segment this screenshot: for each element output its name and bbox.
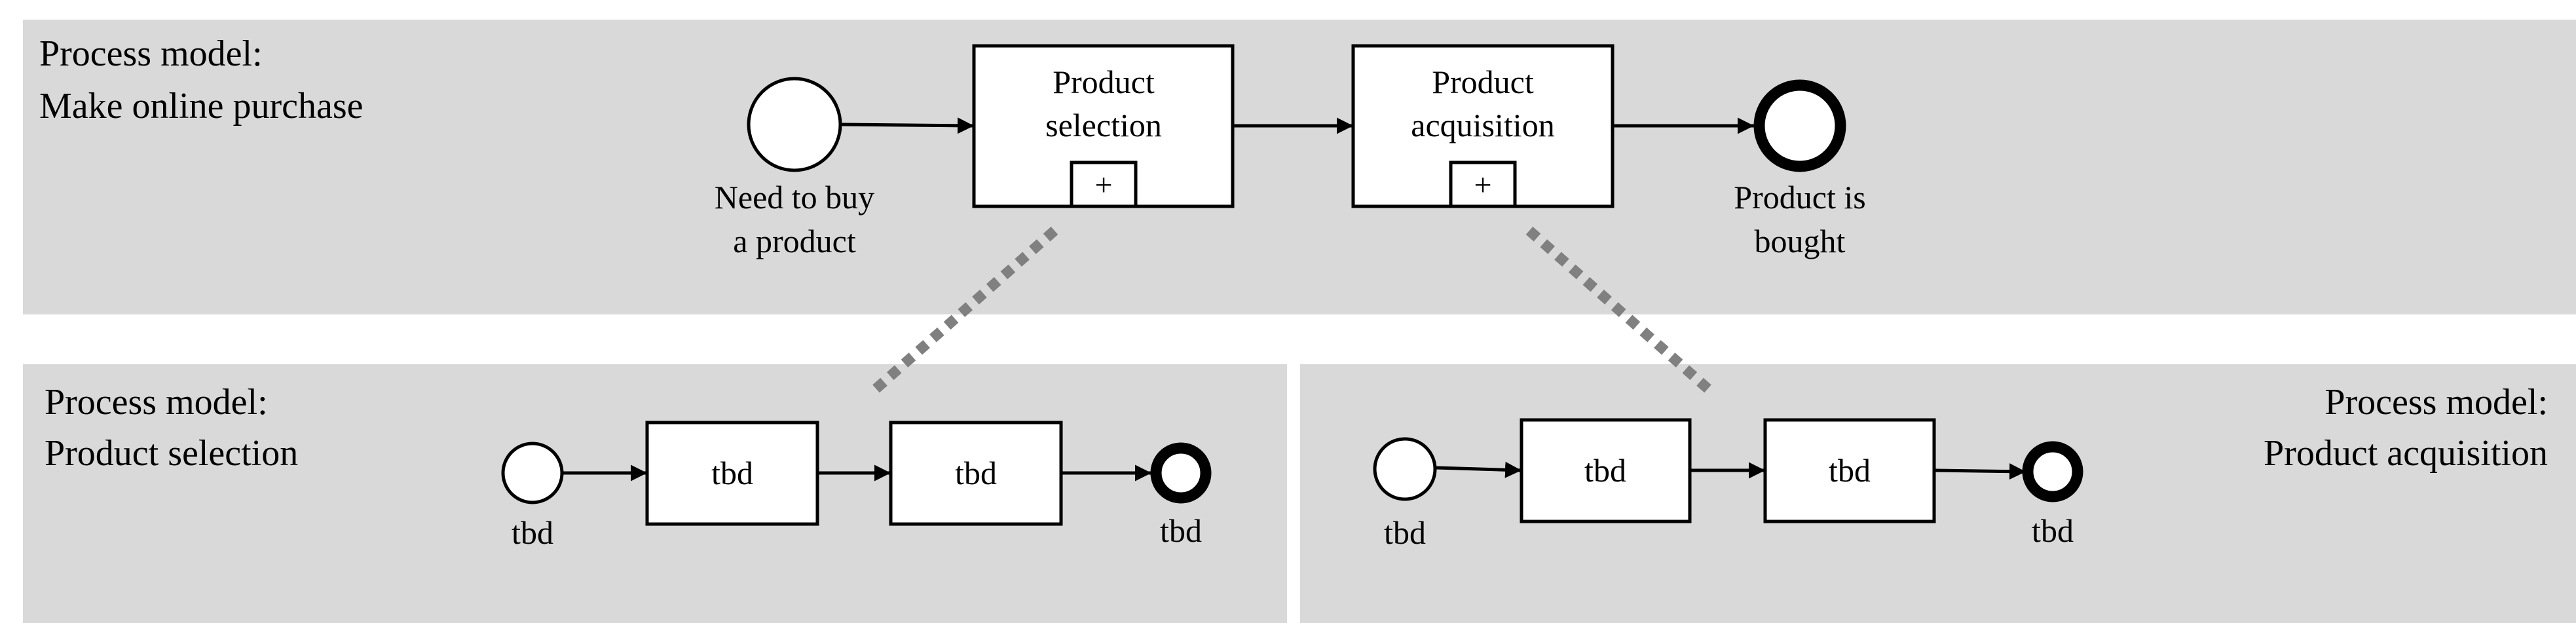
plus-icon: +: [1094, 168, 1112, 202]
subprocess-acquisition-label-line1: Product: [1432, 64, 1534, 100]
subprocess-acquisition-label-line2: acquisition: [1411, 107, 1554, 143]
acq-task-1: [1520, 418, 1692, 523]
flow-start-to-selection: [841, 117, 975, 134]
flow-acq-start-to-task1: [1436, 461, 1522, 478]
collapsed-subprocess-marker: [1449, 160, 1517, 208]
sel-start-event-label: tbd: [512, 514, 553, 551]
acq-task-2-label: tbd: [1829, 452, 1871, 489]
sel-task-2-label: tbd: [955, 455, 997, 491]
subprocess-selection-label-line2: selection: [1045, 107, 1162, 143]
start-event-need-to-buy: [747, 77, 842, 172]
acq-task-2: [1763, 418, 1936, 523]
acq-start-event-label: tbd: [1384, 514, 1426, 551]
acq-end-event: [2022, 441, 2083, 502]
sel-end-event: [1150, 442, 1212, 504]
end-event-product-bought: [1753, 79, 1846, 172]
top-model-title-line2: Make online purchase: [39, 86, 363, 126]
selection-model-title-line2: Product selection: [45, 433, 298, 474]
acq-task-1-label: tbd: [1584, 452, 1626, 489]
end-event-label-line2: bought: [1755, 223, 1846, 259]
panel-top-model: [23, 20, 2576, 314]
start-event-label-line2: a product: [733, 223, 856, 259]
top-model-title-line1: Process model:: [39, 33, 263, 74]
sel-end-event-label: tbd: [1160, 512, 1202, 549]
panel-acquisition-model: [1300, 364, 2576, 623]
sel-start-event: [501, 442, 564, 504]
drilldown-connector-selection: [867, 227, 1058, 397]
sel-task-2: [889, 421, 1063, 526]
flow-acq-task2-to-end: [1933, 463, 2026, 480]
drilldown-connector-acquisition: [1525, 227, 1717, 397]
acq-start-event: [1373, 437, 1437, 501]
acquisition-model-title-line1: Process model:: [2324, 382, 2548, 423]
selection-model-title-line1: Process model:: [45, 382, 268, 423]
sel-task-1: [645, 421, 819, 526]
acquisition-model-title-line2: Product acquisition: [2264, 433, 2548, 474]
sel-task-1-label: tbd: [711, 455, 753, 491]
acq-end-event-label: tbd: [2032, 512, 2074, 549]
plus-icon: +: [1474, 168, 1491, 202]
start-event-label-line1: Need to buy: [715, 179, 874, 216]
subprocess-selection-label-line1: Product: [1053, 64, 1155, 100]
collapsed-subprocess-marker: [1070, 160, 1138, 208]
end-event-label-line1: Product is: [1734, 179, 1865, 216]
